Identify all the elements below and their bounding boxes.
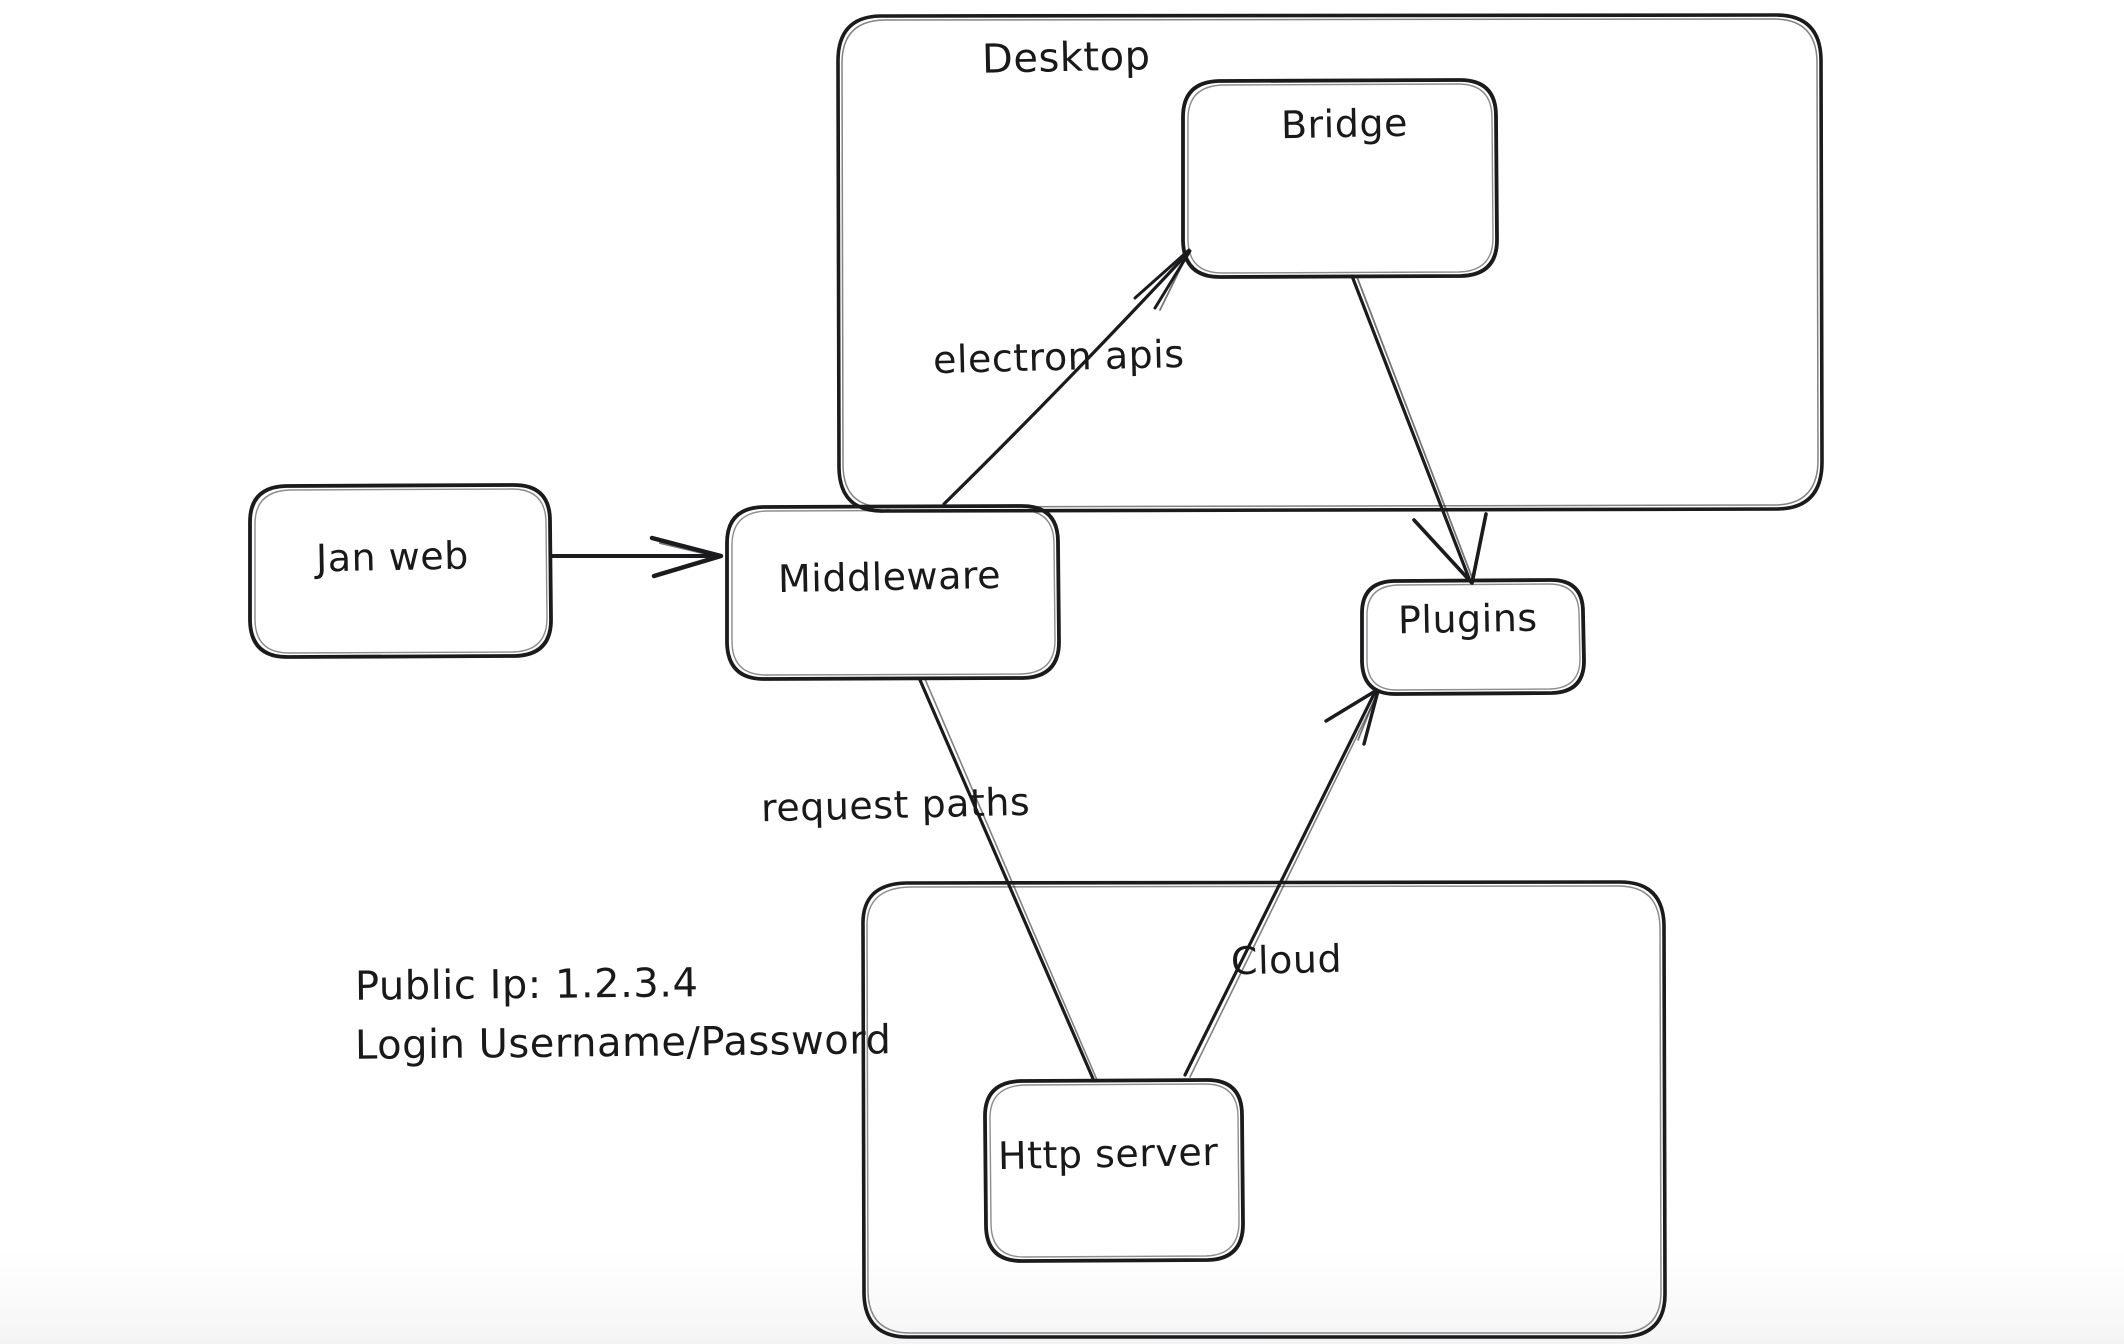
node-httpserver-outline xyxy=(983,1078,1245,1263)
edge-label-request-paths: request paths xyxy=(760,779,1031,831)
node-label-plugins: Plugins xyxy=(1397,595,1539,643)
edge-janweb-to-middleware xyxy=(550,535,724,579)
node-label-http-server: Http server xyxy=(997,1129,1219,1179)
edge-middleware-to-httpserver xyxy=(918,678,1098,1083)
node-label-jan-web: Jan web xyxy=(315,533,470,581)
node-plugins-outline xyxy=(1360,578,1586,696)
node-label-middleware: Middleware xyxy=(777,552,1002,602)
node-middleware-outline xyxy=(725,504,1061,681)
node-label-bridge: Bridge xyxy=(1280,100,1409,148)
container-label-desktop: Desktop xyxy=(981,33,1151,83)
node-janweb-outline xyxy=(248,483,553,659)
edge-label-electron-apis: electron apis xyxy=(932,331,1186,383)
edge-bridge-to-plugins xyxy=(1350,274,1488,585)
container-cloud-outline xyxy=(861,880,1667,1339)
note-public-ip: Public Ip: 1.2.3.4 xyxy=(354,960,699,1010)
edge-httpserver-to-plugins xyxy=(1183,688,1380,1078)
node-bridge-outline xyxy=(1181,78,1499,279)
edge-label-cloud: Cloud xyxy=(1230,936,1343,984)
container-desktop-outline xyxy=(836,13,1824,513)
edge-middleware-to-bridge xyxy=(942,248,1192,506)
note-login-credentials: Login Username/Password xyxy=(354,1017,892,1069)
